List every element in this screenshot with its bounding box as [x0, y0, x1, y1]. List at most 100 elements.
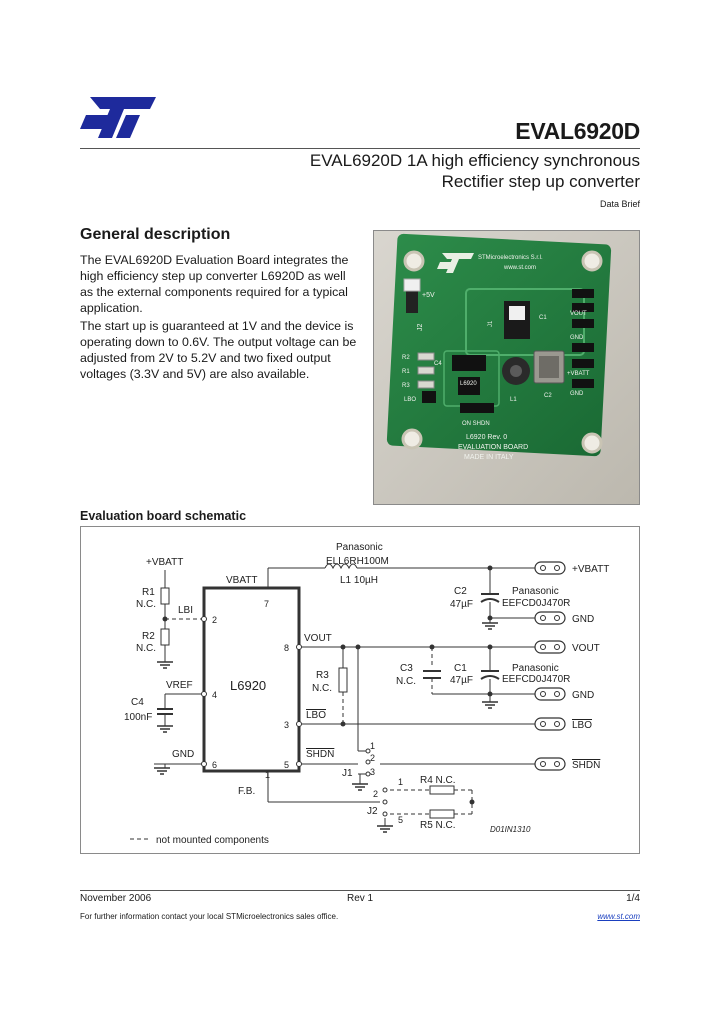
j1-pin3-label: 3 — [370, 767, 375, 777]
c2-part: EEFCD0J470R — [502, 598, 570, 609]
schematic-frame — [80, 526, 640, 854]
ground-icon — [154, 622, 498, 833]
schematic-diagram: L6920 VBATT 7 LBI 2 VREF 4 GND 6 VOUT 8 … — [124, 542, 609, 846]
footer-date: November 2006 — [80, 893, 152, 904]
pin-number-8: 8 — [284, 643, 289, 653]
pcb-label-chip: L6920 — [460, 381, 477, 387]
pcb-label-r2: R2 — [402, 355, 410, 361]
footer-page-number: 1/4 — [626, 893, 640, 904]
pin-number-7: 7 — [264, 599, 269, 609]
pcb-label-r1: R1 — [402, 369, 410, 375]
j1-pin1-label: 1 — [370, 741, 375, 751]
terminal-shdn-icon — [534, 757, 566, 771]
c3-label: C3 — [400, 663, 413, 674]
j2-pin2-label: 2 — [373, 789, 378, 799]
general-description-heading: General description — [80, 226, 231, 243]
pin-shdn-marker — [296, 761, 302, 767]
pcb-label-gnd1: GND — [570, 335, 584, 341]
description-paragraph-2: The start up is guaranteed at 1V and the… — [80, 319, 357, 381]
drawing-code: D01IN1310 — [490, 825, 531, 834]
pcb-label-c4: C4 — [434, 361, 442, 367]
pcb-company-text: STMicroelectronics S.r.l. — [478, 255, 543, 261]
j2-label: J2 — [367, 806, 378, 817]
pcb-st-logo-icon — [437, 253, 474, 273]
pcb-label-j1: J1 — [488, 320, 494, 327]
j1-pin2-label: 2 — [370, 753, 375, 763]
document-subtitle-line1: EVAL6920D 1A high efficiency synchronous — [309, 151, 640, 170]
terminal-lbo-label: LBO — [572, 720, 592, 731]
c1-part: EEFCD0J470R — [502, 674, 570, 685]
pcb-url-text: www.st.com — [503, 265, 536, 271]
document-subtitle-line2: Rectifier step up converter — [441, 172, 640, 191]
pcb-board-line1: L6920 Rev. 0 — [466, 434, 507, 441]
terminal-gnd2-label: GND — [572, 690, 594, 701]
r5-label: R5 N.C. — [420, 820, 456, 831]
inductor-part: ELL6RH100M — [326, 556, 389, 567]
pcb-label-vout: VOUT — [570, 311, 587, 317]
c1-manufacturer: Panasonic — [512, 663, 559, 674]
pin-number-2: 2 — [212, 615, 217, 625]
pin-number-6: 6 — [212, 760, 217, 770]
pin-label-shdn: SHDN — [306, 749, 334, 760]
pcb-label-plus5v: +5V — [422, 292, 435, 299]
board-photo-frame: STMicroelectronics S.r.l. www.st.com +5V… — [373, 230, 640, 505]
pin-label-gnd: GND — [172, 749, 194, 760]
j2-pin5-marker — [382, 811, 388, 817]
r1-value: N.C. — [136, 599, 156, 610]
pcb-label-lbo: LBO — [404, 397, 416, 403]
pin-gnd-marker — [201, 761, 207, 767]
pin-label-vbatt: VBATT — [226, 575, 257, 586]
pin-lbo-marker — [296, 721, 302, 727]
title-divider — [80, 148, 640, 149]
pcb-label-onshdn: ON SHDN — [462, 421, 490, 427]
c3-value: N.C. — [396, 676, 416, 687]
j1-pin2-marker — [365, 759, 371, 765]
schematic-heading: Evaluation board schematic — [80, 509, 247, 523]
j1-pin3-marker — [365, 771, 371, 777]
pcb-label-j2: J2 — [417, 324, 424, 332]
mounting-hole-icon — [401, 428, 423, 450]
terminal-vout-icon — [534, 640, 566, 654]
inductor-value: L1 10µH — [340, 575, 378, 586]
r1-label: R1 — [142, 587, 155, 598]
terminal-vbatt-label: +VBATT — [572, 564, 609, 575]
pin-number-1: 1 — [265, 770, 270, 780]
terminal-gnd1-label: GND — [572, 614, 594, 625]
pin-label-fb: F.B. — [238, 786, 255, 797]
j2-pin1-label: 1 — [398, 777, 403, 787]
st-logo-icon — [78, 95, 158, 140]
r2-value: N.C. — [136, 643, 156, 654]
pcb-label-gnd2: GND — [570, 391, 584, 397]
c1-value: 47µF — [450, 675, 473, 686]
terminal-vout-label: VOUT — [572, 643, 600, 654]
pin-vout-marker — [296, 644, 302, 650]
pin-label-lbo: LBO — [306, 710, 326, 721]
j2-pin2-marker — [382, 799, 388, 805]
document-type: Data Brief — [599, 199, 640, 209]
c4-value: 100nF — [124, 712, 152, 723]
terminal-lbo-icon — [534, 717, 566, 731]
mounting-hole-icon — [403, 250, 425, 272]
pin-label-vout: VOUT — [304, 633, 332, 644]
pcb-board-line3: MADE IN ITALY — [464, 454, 514, 461]
j1-pin1-marker — [365, 748, 371, 754]
r3-value: N.C. — [312, 683, 332, 694]
pcb-board-line2: EVALUATION BOARD — [458, 444, 528, 451]
c1-label: C1 — [454, 663, 467, 674]
mounting-hole-icon — [581, 432, 603, 454]
c2-label: C2 — [454, 586, 467, 597]
j2-pin5-label: 5 — [398, 815, 403, 825]
c4-label: C4 — [131, 697, 144, 708]
j1-label: J1 — [342, 768, 353, 779]
pin-vref-marker — [201, 691, 207, 697]
board-photo: STMicroelectronics S.r.l. www.st.com +5V… — [374, 231, 639, 504]
pcb-label-r3: R3 — [402, 383, 410, 389]
pcb-label-c2: C2 — [544, 393, 552, 399]
footer-revision: Rev 1 — [347, 893, 374, 904]
terminal-gnd1-icon — [534, 611, 566, 625]
j2-pin1-marker — [382, 787, 388, 793]
pcb-label-vbatt: +VBATT — [567, 371, 590, 377]
terminal-shdn-label: SHDN — [572, 760, 600, 771]
inductor-manufacturer: Panasonic — [336, 542, 383, 553]
footer-website-link[interactable]: www.st.com — [597, 912, 640, 921]
